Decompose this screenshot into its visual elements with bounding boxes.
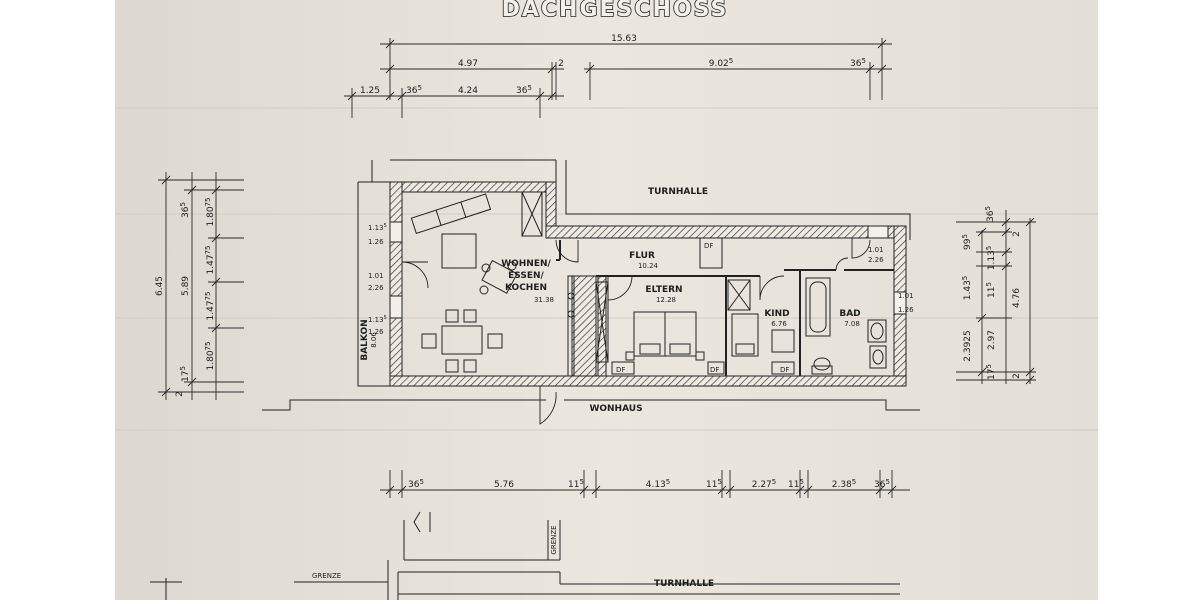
window-5-bottom: 1.26 [898,306,914,314]
dim-row3-d: 365 [516,84,532,96]
room-eltern-area: 12.28 [656,296,676,304]
room-eltern-label: ELTERN [645,285,682,295]
room-bad-label: BAD [839,309,860,319]
windows [389,221,907,319]
grenze-label-horizontal: GRENZE [312,572,341,580]
dim-left-f: 2 [175,391,185,397]
neighbour-boundaries [262,159,920,411]
dim-right-h: 2 [1012,373,1022,379]
dim-left-b: 1.4775 [204,246,216,275]
dim-left-mid: 5.89 [181,276,191,296]
dim-right-top36: 365 [984,206,996,222]
right-dimensions [956,210,1036,385]
dim-right-g: 175 [985,364,997,380]
window-3-top: 1.135 [368,315,387,324]
room-wohnen-line2: ESSEN/ [508,271,544,281]
dim-step: 2 [558,59,564,69]
dim-left-c: 1.4775 [204,292,216,321]
dim-bottom-h: 2.385 [832,478,857,490]
room-wohnen-line3: KOCHEN [505,283,547,293]
dim-right-overall: 4.76 [1012,288,1022,308]
room-kind-area: 6.76 [771,320,787,328]
skylight-kind: DF [780,366,789,374]
room-flur-label: FLUR [629,251,655,261]
lower-plan [150,511,900,600]
room-kind-label: KIND [764,309,789,319]
dim-row3-b: 365 [406,84,422,96]
bottom-dimension-labels: 365 5.76 115 4.135 115 2.275 115 2.385 3… [408,478,890,490]
dim-right-b: 1.135 [985,246,997,271]
right-dimension-labels: 365 2 995 1.135 1.435 115 2.3925 2.97 4.… [961,206,1022,380]
window-4-top: 1.01 [868,246,884,254]
neighbor-lower-top-label: TURNHALLE [654,579,714,589]
dim-left-e: 175 [179,366,191,382]
room-wohnen-line1: WOHNEN/ [501,259,551,269]
window-labels: 1.135 1.26 1.01 2.26 1.135 1.26 1.01 2.2… [368,223,914,336]
top-dimensions [344,38,892,118]
dim-left-top36: 365 [179,202,191,218]
grenze-label-vertical: GRENZE [550,525,558,554]
room-bad-area: 7.08 [844,320,860,328]
balkon-label: BALKON [360,319,370,360]
dim-right-d: 115 [985,282,997,298]
window-2-bottom: 2.26 [368,284,384,292]
room-wohnen-area: 31.38 [534,296,554,304]
dim-bottom-i: 365 [874,478,890,490]
window-5-top: 1.01 [898,292,914,300]
dim-right-a: 995 [961,234,973,250]
dim-right-total: 9.025 [709,57,734,69]
dim-overall-width: 15.63 [611,34,637,44]
interior-walls [556,240,894,376]
dim-right-top2: 2 [1012,231,1022,237]
dim-bottom-c: 115 [568,478,584,490]
dim-left-a: 1.8075 [204,198,216,227]
dim-right-end-wall: 365 [850,57,866,69]
skylight-eltern-1: DF [616,366,625,374]
dim-right-f: 2.97 [987,330,997,350]
skylight-eltern-2: DF [710,366,719,374]
bottom-dimensions [380,470,910,498]
neighbor-bottom-label: WONHAUS [589,404,642,414]
window-1-bottom: 1.26 [368,238,384,246]
balkon-area: 8.06 [370,332,378,348]
dim-left-overall: 6.45 [155,276,165,296]
window-3-bottom: 1.26 [368,328,384,336]
balcony [357,181,390,387]
skylight-labels: DF DF DF DF [616,242,789,374]
dim-bottom-b: 5.76 [494,480,514,490]
skylight-flur: DF [704,242,713,250]
furniture [410,191,887,377]
top-dimension-labels: 15.63 4.97 2 9.025 365 1.25 365 4.24 365 [360,34,866,96]
room-flur-area: 10.24 [638,262,659,270]
dim-bottom-f: 2.275 [752,478,777,490]
left-dimension-labels: 6.45 5.89 365 1.8075 1.4775 1.4775 1.807… [155,198,216,397]
window-2-top: 1.01 [368,272,384,280]
dim-right-c: 1.435 [961,276,973,301]
dim-left-total: 4.97 [458,59,478,69]
dim-row3-c: 4.24 [458,86,478,96]
window-1-top: 1.135 [368,223,387,232]
page-title: DACHGESCHOSS [502,0,729,22]
left-dimensions [158,172,244,400]
dim-bottom-e: 115 [706,478,722,490]
dim-left-d: 1.8075 [204,342,216,371]
dim-bottom-a: 365 [408,478,424,490]
window-4-bottom: 2.26 [868,256,884,264]
dim-bottom-g: 115 [788,478,804,490]
dim-bottom-d: 4.135 [646,478,671,490]
door-swings [401,238,871,425]
room-labels: WOHNEN/ ESSEN/ KOCHEN 31.38 FLUR 10.24 E… [501,251,860,328]
dim-right-e: 2.3925 [963,330,973,362]
neighbor-top-label: TURNHALLE [648,187,708,197]
dim-row3-a: 1.25 [360,86,380,96]
